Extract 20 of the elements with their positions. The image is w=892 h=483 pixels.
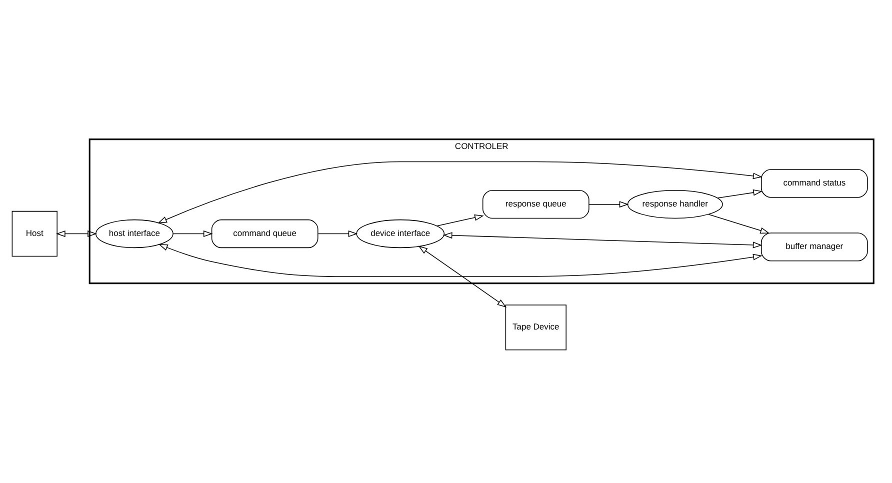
- node-box: buffer manager: [760, 232, 868, 262]
- node-box: Host: [12, 210, 58, 257]
- node-ellipse: device interface: [356, 219, 445, 248]
- arrow: [436, 214, 484, 226]
- arrow: [318, 230, 358, 238]
- arrow: [172, 230, 213, 238]
- arrow: [588, 201, 629, 208]
- arrow: [717, 189, 762, 198]
- node-ellipse: host interface: [95, 219, 174, 248]
- arrow: [708, 214, 770, 234]
- arrow: [56, 230, 97, 238]
- arrow: [442, 232, 762, 248]
- arrow: [158, 244, 762, 277]
- node-box: response queue: [482, 190, 590, 219]
- arrow: [158, 161, 762, 224]
- node-box: Tape Device: [505, 304, 566, 350]
- node-box: command queue: [211, 219, 318, 248]
- arrow: [418, 246, 507, 308]
- node-box: command status: [760, 169, 868, 198]
- node-ellipse: response handler: [627, 190, 723, 219]
